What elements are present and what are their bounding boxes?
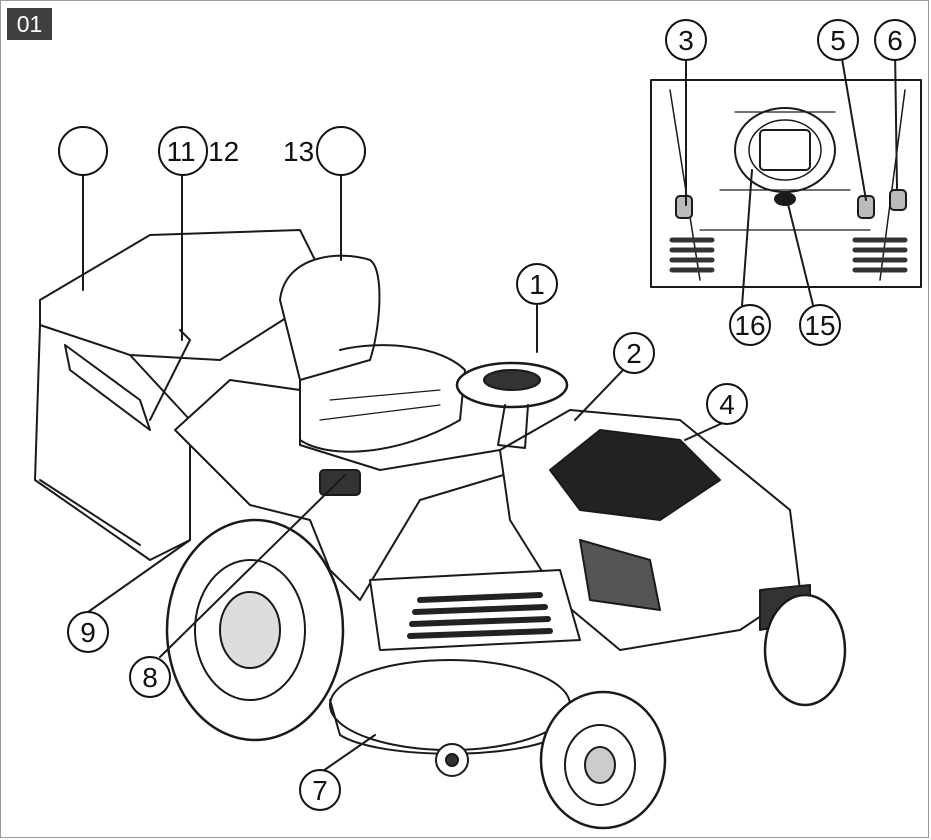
grass-collector-bag [34, 229, 331, 561]
callout-label-9: 9 [80, 617, 96, 648]
leader-lines [82, 45, 898, 774]
footboard [369, 569, 581, 651]
callout-3 [665, 19, 707, 61]
callout-label-4: 4 [719, 389, 735, 420]
callout-7 [299, 769, 341, 811]
callout-label-8: 8 [142, 662, 158, 693]
callout-label-13: 13 [283, 136, 314, 167]
mower-deck [329, 659, 571, 777]
front-wheel-left [539, 690, 667, 830]
seat [279, 254, 466, 453]
rear-wheel [165, 518, 345, 742]
callout-6 [874, 19, 916, 61]
figure-number-badge: 01 [7, 8, 52, 40]
callout-label-11: 11 [166, 136, 195, 167]
callout-14 [316, 126, 366, 176]
callout-label-15: 15 [804, 310, 835, 341]
callout-label-6: 6 [887, 25, 903, 56]
callout-2 [613, 332, 655, 374]
steering-wheel [455, 361, 569, 449]
callout-5 [817, 19, 859, 61]
callout-label-2: 2 [626, 338, 642, 369]
callout-11 [158, 126, 208, 176]
callout-1 [516, 263, 558, 305]
callout-label-5: 5 [830, 25, 846, 56]
callout-label-7: 7 [312, 775, 328, 806]
engine-hood [499, 409, 811, 651]
callout-16 [729, 304, 771, 346]
callout-9 [67, 611, 109, 653]
front-wheel-right [763, 593, 847, 707]
callout-label-16: 16 [734, 310, 765, 341]
callout-4 [706, 383, 748, 425]
callout-10 [58, 126, 108, 176]
callout-label-3: 3 [678, 25, 694, 56]
callout-label-1: 1 [529, 269, 545, 300]
callout-label-12: 12 [208, 136, 239, 167]
dashboard-inset [650, 79, 922, 288]
callout-8 [129, 656, 171, 698]
callout-15 [799, 304, 841, 346]
